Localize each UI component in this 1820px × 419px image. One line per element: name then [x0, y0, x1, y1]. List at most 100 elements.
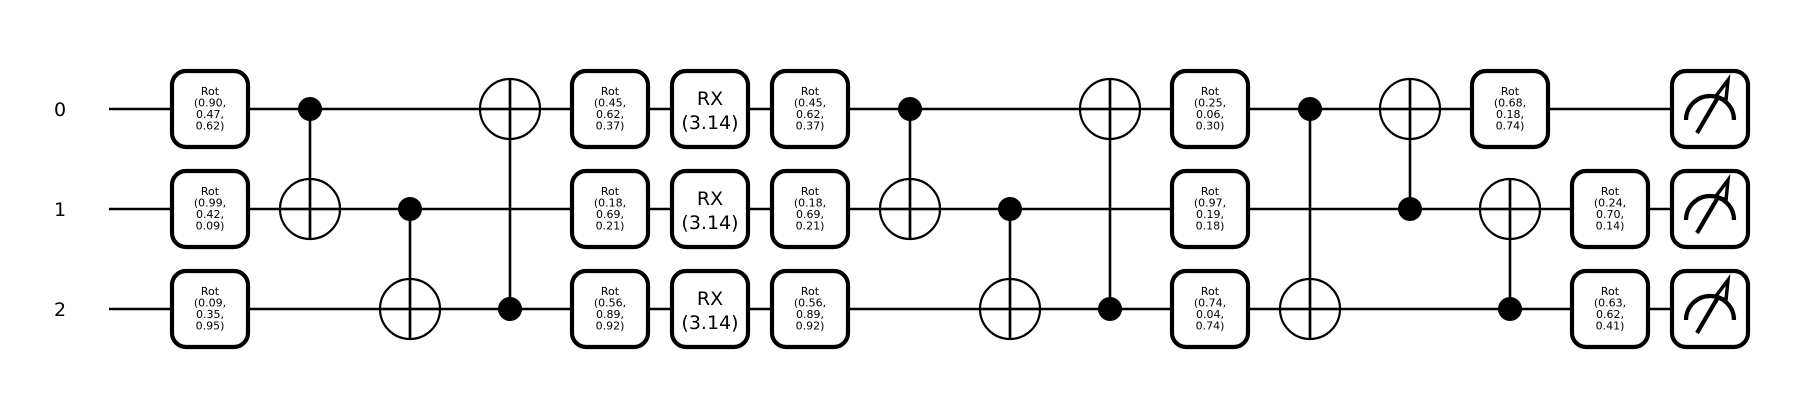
gate-box — [1169, 168, 1251, 250]
gate-box — [1169, 68, 1251, 150]
gate-param: (3.14) — [681, 112, 738, 134]
gate-label: Rot — [1201, 185, 1220, 198]
gate-param: (0.45, — [794, 97, 826, 110]
gate-param: 0.18) — [1196, 220, 1225, 233]
gate-box — [1169, 268, 1251, 350]
gate-param: 0.19, — [1196, 208, 1224, 221]
gate-param: (0.63, — [1594, 297, 1626, 310]
gate-label: Rot — [601, 285, 620, 298]
rx-gate: RX(3.14) — [669, 268, 751, 350]
cnot-gate — [1078, 77, 1142, 321]
gate-param: 0.41) — [1596, 320, 1625, 333]
gate-label: Rot — [601, 185, 620, 198]
rot-gate: Rot(0.97,0.19,0.18) — [1169, 168, 1251, 250]
measure-gate — [1669, 168, 1751, 250]
gate-param: 0.37) — [796, 120, 825, 133]
gate-label: Rot — [1601, 185, 1620, 198]
operations-layer: Rot(0.90,0.47,0.62)Rot(0.99,0.42,0.09)Ro… — [169, 68, 1751, 350]
meter-icon — [1683, 73, 1737, 135]
gate-label: Rot — [801, 185, 820, 198]
gate-param: (0.45, — [594, 97, 626, 110]
gate-label: RX — [697, 88, 723, 110]
control-dot-icon — [398, 197, 422, 221]
cnot-gate — [278, 97, 342, 241]
gate-label: Rot — [201, 185, 220, 198]
measure-gate — [1669, 268, 1751, 350]
rot-gate: Rot(0.63,0.62,0.41) — [1569, 268, 1651, 350]
gate-param: (0.09, — [194, 297, 226, 310]
gate-param: 0.37) — [596, 120, 625, 133]
gate-label: Rot — [201, 285, 220, 298]
gate-box — [669, 68, 751, 150]
control-dot-icon — [1298, 97, 1322, 121]
gate-param: 0.35, — [196, 308, 224, 321]
gate-box — [769, 268, 851, 350]
gate-label: RX — [697, 288, 723, 310]
rot-gate: Rot(0.18,0.69,0.21) — [769, 168, 851, 250]
measure-gate — [1669, 68, 1751, 150]
gate-param: 0.30) — [1196, 120, 1225, 133]
gate-param: 0.14) — [1596, 220, 1625, 233]
rot-gate: Rot(0.56,0.89,0.92) — [769, 268, 851, 350]
rot-gate: Rot(0.56,0.89,0.92) — [569, 268, 651, 350]
rot-gate: Rot(0.68,0.18,0.74) — [1469, 68, 1551, 150]
rot-gate: Rot(0.45,0.62,0.37) — [569, 68, 651, 150]
gate-label: Rot — [1501, 85, 1520, 98]
gate-param: 0.42, — [196, 208, 224, 221]
gate-label: Rot — [801, 85, 820, 98]
gate-param: 0.06, — [1196, 108, 1224, 121]
gate-param: (0.25, — [1194, 97, 1226, 110]
meter-icon — [1683, 173, 1737, 235]
cnot-gate — [978, 197, 1042, 341]
gate-param: 0.92) — [596, 320, 625, 333]
cnot-gate — [1278, 97, 1342, 341]
gate-param: (0.56, — [594, 297, 626, 310]
gate-param: (3.14) — [681, 312, 738, 334]
control-dot-icon — [298, 97, 322, 121]
gate-box — [1569, 168, 1651, 250]
gate-param: (0.18, — [794, 197, 826, 210]
cnot-gate — [478, 77, 542, 321]
control-dot-icon — [1498, 297, 1522, 321]
rot-gate: Rot(0.74,0.04,0.74) — [1169, 268, 1251, 350]
wire-label: 1 — [54, 199, 66, 221]
rot-gate: Rot(0.18,0.69,0.21) — [569, 168, 651, 250]
rot-gate: Rot(0.24,0.70,0.14) — [1569, 168, 1651, 250]
control-dot-icon — [1398, 197, 1422, 221]
gate-param: 0.62, — [796, 108, 824, 121]
gate-param: 0.18, — [1496, 108, 1524, 121]
gate-box — [1569, 268, 1651, 350]
wire-label: 2 — [54, 299, 66, 321]
gate-param: (3.14) — [681, 212, 738, 234]
gate-param: (0.99, — [194, 197, 226, 210]
gate-box — [769, 168, 851, 250]
cnot-gate — [378, 197, 442, 341]
gate-box — [569, 68, 651, 150]
control-dot-icon — [1098, 297, 1122, 321]
gate-param: 0.62) — [196, 120, 225, 133]
rx-gate: RX(3.14) — [669, 168, 751, 250]
meter-arc — [1683, 93, 1737, 121]
gate-label: Rot — [601, 85, 620, 98]
wire-label: 0 — [54, 99, 66, 121]
meter-arrowhead — [1713, 173, 1731, 203]
gate-param: 0.09) — [196, 220, 225, 233]
gate-param: (0.90, — [194, 97, 226, 110]
gate-param: 0.69, — [796, 208, 824, 221]
gate-box — [169, 68, 251, 150]
meter-arc — [1683, 193, 1737, 221]
rx-gate: RX(3.14) — [669, 68, 751, 150]
control-dot-icon — [998, 197, 1022, 221]
gate-label: Rot — [1201, 85, 1220, 98]
cnot-gate — [878, 97, 942, 241]
gate-param: 0.70, — [1596, 208, 1624, 221]
gate-box — [669, 268, 751, 350]
rot-gate: Rot(0.25,0.06,0.30) — [1169, 68, 1251, 150]
gate-param: 0.21) — [796, 220, 825, 233]
rot-gate: Rot(0.90,0.47,0.62) — [169, 68, 251, 150]
gate-box — [169, 168, 251, 250]
gate-label: RX — [697, 188, 723, 210]
cnot-gate — [1378, 77, 1442, 221]
gate-param: 0.69, — [596, 208, 624, 221]
